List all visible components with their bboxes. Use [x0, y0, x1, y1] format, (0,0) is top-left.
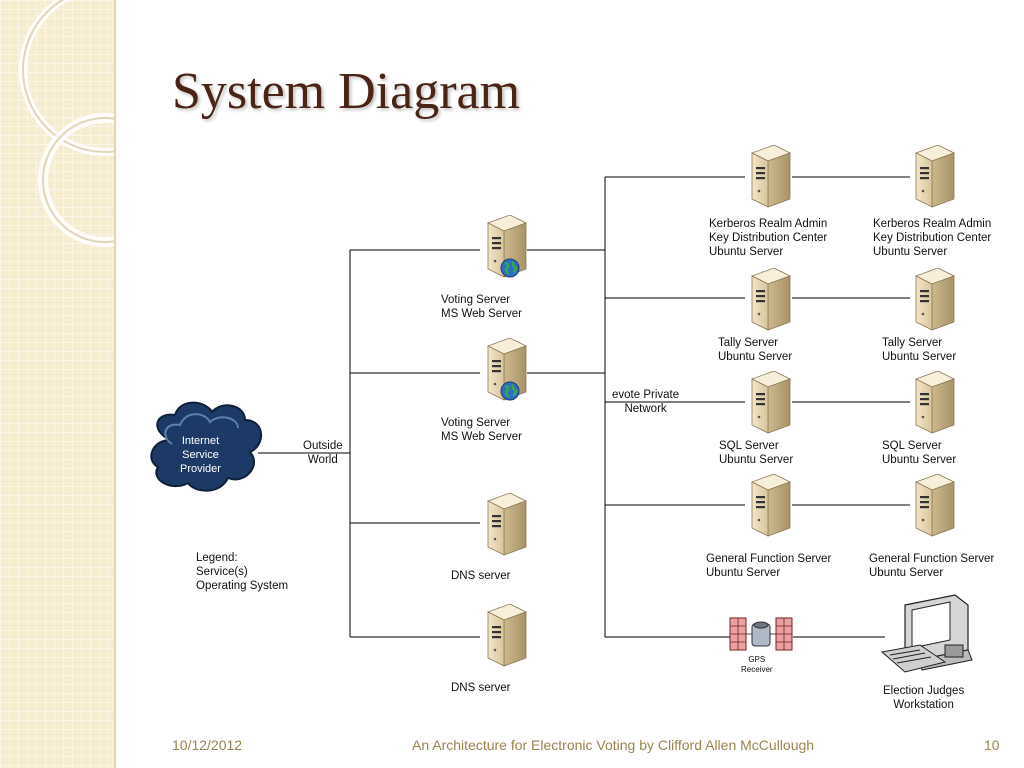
kerberos-server-1-icon: [751, 145, 791, 208]
tally-1-label: Tally Server Ubuntu Server: [718, 337, 793, 363]
workstation-icon: [880, 594, 973, 673]
kerberos-server-2-icon: [915, 145, 955, 208]
general-2-label: General Function Server Ubuntu Server: [869, 553, 995, 579]
general-server-2-icon: [915, 474, 955, 537]
general-1-label: General Function Server Ubuntu Server: [706, 553, 832, 579]
footer-date: 10/12/2012: [172, 737, 243, 753]
isp-label: Internet Service Provider: [180, 435, 221, 475]
gps-label: GPS Receiver: [741, 655, 773, 674]
voting-server-2-label: Voting Server MS Web Server: [441, 417, 522, 443]
kerberos-2-label: Kerberos Realm Admin Key Distribution Ce…: [873, 218, 992, 258]
workstation-label: Election Judges Workstation: [883, 685, 965, 711]
dns-server-1-icon: [487, 493, 527, 556]
globe-icon-1: [500, 258, 520, 278]
gps-receiver-icon: [729, 617, 793, 651]
tally-2-label: Tally Server Ubuntu Server: [882, 337, 957, 363]
legend-label: Legend: Service(s) Operating System: [196, 552, 289, 592]
dns-server-2-label: DNS server: [451, 682, 511, 694]
dns-server-2-icon: [487, 604, 527, 667]
kerberos-1-label: Kerberos Realm Admin Key Distribution Ce…: [709, 218, 828, 258]
network-label: evote Private Network: [612, 389, 680, 415]
voting-server-1-label: Voting Server MS Web Server: [441, 294, 522, 320]
sql-server-2-icon: [915, 371, 955, 434]
page-number: 10: [984, 737, 1000, 753]
isp-cloud-icon: [150, 401, 262, 492]
globe-icon-2: [500, 381, 520, 401]
slide-title: System Diagram: [172, 63, 521, 120]
outside-world-label: Outside World: [303, 440, 343, 466]
connection-lines: [258, 176, 910, 638]
dns-server-1-label: DNS server: [451, 570, 511, 582]
sql-2-label: SQL Server Ubuntu Server: [882, 440, 957, 466]
sql-1-label: SQL Server Ubuntu Server: [719, 440, 794, 466]
tally-server-2-icon: [915, 268, 955, 331]
footer-text: An Architecture for Electronic Voting by…: [412, 737, 815, 753]
general-server-1-icon: [751, 474, 791, 537]
tally-server-1-icon: [751, 268, 791, 331]
decorative-sidebar: [0, 0, 116, 768]
decorative-rings: [19, 0, 114, 247]
sql-server-1-icon: [751, 371, 791, 434]
